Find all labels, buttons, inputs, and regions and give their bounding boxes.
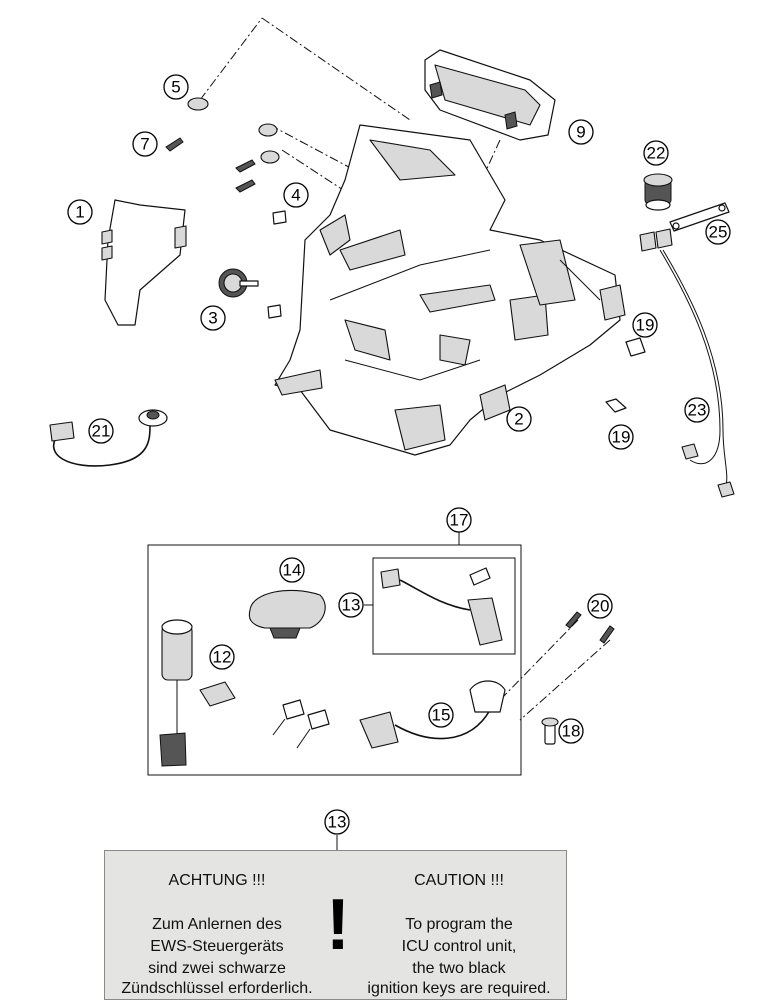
callout-12: 12 <box>209 644 235 670</box>
callout-19-upper: 19 <box>632 312 658 338</box>
svg-text:9: 9 <box>576 123 585 142</box>
notice-german-line: Zum Anlernen des <box>152 916 282 933</box>
svg-text:15: 15 <box>432 706 451 725</box>
bracket-harness-15 <box>359 680 506 749</box>
svg-text:19: 19 <box>636 316 655 335</box>
svg-text:2: 2 <box>514 410 523 429</box>
lock-cap <box>248 589 326 639</box>
callout-2: 2 <box>506 406 532 432</box>
instrument-cluster <box>424 49 556 141</box>
notice-english-line: ICU control unit, <box>401 938 517 955</box>
notice-german-line: sind zwei schwarze <box>148 960 286 977</box>
callout-20: 20 <box>587 593 613 619</box>
svg-text:20: 20 <box>591 597 610 616</box>
mounting-strap <box>669 202 730 232</box>
callout-25: 25 <box>705 219 731 245</box>
svg-text:14: 14 <box>283 561 302 580</box>
pin-18 <box>541 717 559 745</box>
svg-text:19: 19 <box>612 428 631 447</box>
svg-text:17: 17 <box>450 511 469 530</box>
callout-19-lower: 19 <box>608 424 634 450</box>
svg-text:13: 13 <box>342 596 361 615</box>
callout-23: 23 <box>684 397 710 423</box>
svg-text:5: 5 <box>171 78 180 97</box>
grommets-and-screws <box>165 97 287 319</box>
power-socket <box>643 173 673 211</box>
callout-21: 21 <box>88 418 114 444</box>
callout-1: 1 <box>67 199 93 225</box>
notice-english-line: the two black <box>412 960 506 977</box>
callout-4: 4 <box>283 182 309 208</box>
svg-text:18: 18 <box>562 722 581 741</box>
callout-3: 3 <box>200 305 226 331</box>
gear-wheel <box>218 268 259 298</box>
bolts-19 <box>605 337 646 413</box>
side-cover <box>101 199 187 326</box>
kit-box-17 <box>147 532 522 776</box>
callout-22: 22 <box>643 140 669 166</box>
notice-german-line: EWS-Steuergeräts <box>150 938 284 955</box>
svg-text:12: 12 <box>213 648 232 667</box>
svg-text:21: 21 <box>92 422 111 441</box>
callout-13-kit: 13 <box>338 592 364 618</box>
callout-17: 17 <box>446 507 472 533</box>
exclamation-icon: ! <box>326 885 350 965</box>
svg-text:13: 13 <box>328 813 347 832</box>
socket-harness-23 <box>639 228 735 498</box>
svg-text:4: 4 <box>291 186 300 205</box>
callout-7: 7 <box>132 131 158 157</box>
callout-18: 18 <box>558 718 584 744</box>
main-bracket <box>274 124 626 456</box>
notice-english-heading: CAUTION !!! <box>414 872 504 889</box>
svg-text:1: 1 <box>75 203 84 222</box>
svg-text:23: 23 <box>688 401 707 420</box>
callout-9: 9 <box>568 119 594 145</box>
caution-notice: ACHTUNG !!! Zum Anlernen des EWS-Steuerg… <box>104 850 567 1000</box>
screws-20 <box>565 611 615 644</box>
notice-english-line: To program the <box>405 916 513 933</box>
svg-text:22: 22 <box>647 144 666 163</box>
callout-5: 5 <box>163 74 189 100</box>
callout-13-notice: 13 <box>324 809 350 835</box>
svg-text:25: 25 <box>709 223 728 242</box>
transponder-harness <box>380 567 503 646</box>
socket-harness <box>49 409 168 467</box>
notice-german-heading: ACHTUNG !!! <box>168 872 266 889</box>
notice-english-line: ignition keys are required. <box>367 980 551 997</box>
callout-15: 15 <box>428 702 454 728</box>
ignition-keys <box>272 699 330 749</box>
notice-german-line: Zündschlüssel erforderlich. <box>121 980 313 997</box>
ignition-lock <box>159 619 236 767</box>
svg-text:7: 7 <box>140 135 149 154</box>
svg-text:3: 3 <box>208 309 217 328</box>
callout-14: 14 <box>279 557 305 583</box>
